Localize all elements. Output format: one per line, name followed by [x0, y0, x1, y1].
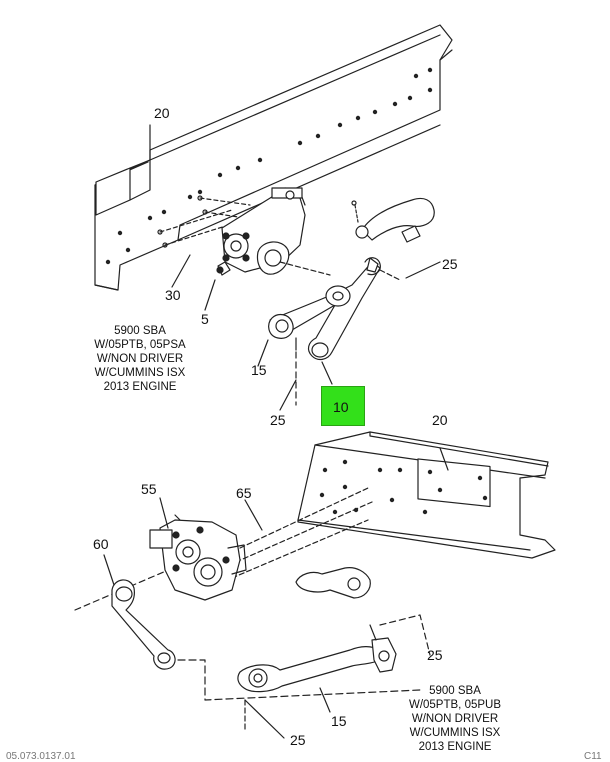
callout-65: 65 [236, 485, 252, 501]
callout-20-top: 20 [154, 105, 170, 121]
callout-15-top: 15 [251, 362, 267, 378]
callout-20-bottom: 20 [432, 412, 448, 428]
callout-25-top-right: 25 [442, 256, 458, 272]
note-top-line: W/CUMMINS ISX [94, 367, 186, 379]
bottom-rail-holes [319, 459, 488, 515]
top-rail-holes [105, 67, 433, 265]
bottom-leader-lines [103, 447, 449, 739]
bottom-drag-link [237, 567, 431, 693]
callout-5: 5 [201, 311, 209, 327]
top-steering-gear [216, 187, 331, 276]
top-mount-bolts [157, 195, 251, 248]
note-bottom-line: W/CUMMINS ISX [409, 727, 501, 739]
note-top-line: W/05PTB, 05PSA [94, 339, 186, 351]
callout-25-top-bottom: 25 [270, 412, 286, 428]
note-bottom: 5900 SBA W/05PTB, 05PUB W/NON DRIVER W/C… [380, 684, 530, 754]
note-bottom-line: W/NON DRIVER [411, 713, 499, 725]
callout-10-label: 10 [333, 399, 349, 415]
top-pitman-arm [268, 257, 401, 406]
callout-15-bottom: 15 [331, 713, 347, 729]
callout-25-bottom-right: 25 [427, 647, 443, 663]
callout-10-highlight[interactable]: 10 [321, 386, 365, 426]
note-top-line: W/NON DRIVER [96, 353, 184, 365]
callout-25-bottom-bottom: 25 [290, 732, 306, 748]
note-top-line: 5900 SBA [114, 325, 166, 337]
bottom-mount-bolts [74, 487, 373, 611]
callout-30: 30 [165, 287, 181, 303]
top-leader-lines [149, 124, 441, 411]
top-drag-link-upper [351, 197, 435, 243]
footer-drawing-number: 05.073.0137.01 [6, 751, 76, 762]
callout-60: 60 [93, 536, 109, 552]
note-top-line: 2013 ENGINE [103, 381, 177, 393]
note-top: 5900 SBA W/05PTB, 05PSA W/NON DRIVER W/C… [65, 324, 215, 394]
note-bottom-line: 5900 SBA [429, 685, 481, 697]
bottom-frame-rail [297, 431, 556, 559]
note-bottom-line: 2013 ENGINE [418, 741, 492, 753]
footer-page-code: C11 [584, 751, 602, 762]
note-bottom-line: W/05PTB, 05PUB [408, 699, 502, 711]
callout-55: 55 [141, 481, 157, 497]
bottom-steering-gear [149, 519, 247, 601]
bottom-pitman-arm [111, 579, 421, 701]
